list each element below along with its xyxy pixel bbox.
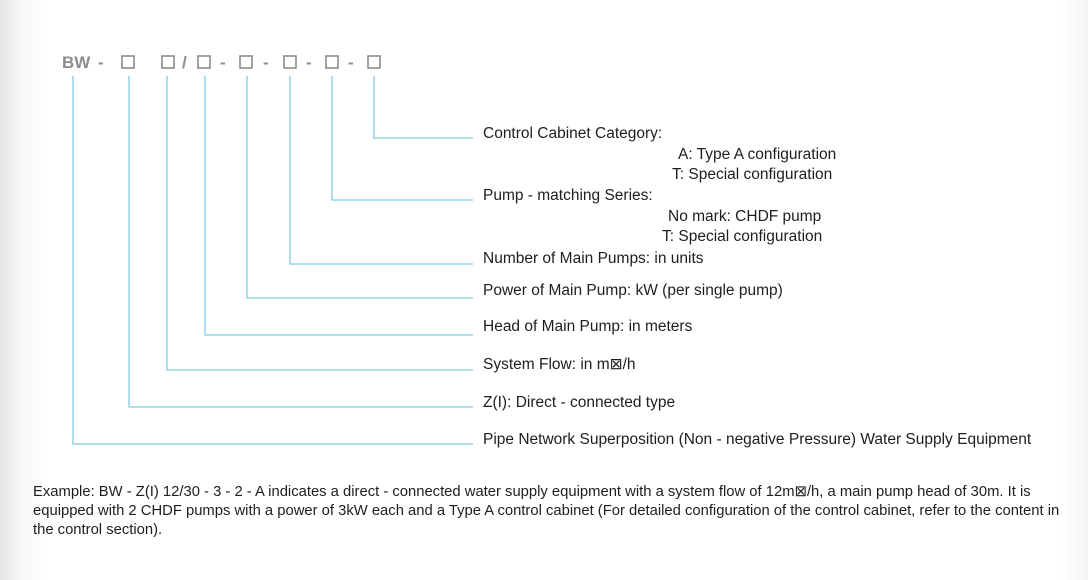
leader-line-series bbox=[331, 76, 473, 201]
code-slot-head bbox=[197, 55, 211, 69]
code-separator: - bbox=[306, 53, 312, 72]
leader-line-power bbox=[246, 76, 473, 299]
code-slot-pump-count bbox=[283, 55, 297, 69]
leader-line-cabinet bbox=[373, 76, 473, 139]
def-label-flow: System Flow: in m⊠/h bbox=[483, 356, 636, 373]
def-label-pump-count: Number of Main Pumps: in units bbox=[483, 250, 704, 267]
code-slot-flow bbox=[161, 55, 175, 69]
leader-line-type bbox=[128, 76, 473, 408]
def-sub-series-none: No mark: CHDF pump bbox=[668, 208, 822, 225]
def-label-head: Head of Main Pump: in meters bbox=[483, 318, 693, 335]
leader-line-flow bbox=[166, 76, 473, 371]
example-paragraph: Example: BW - Z(I) 12/30 - 3 - 2 - A ind… bbox=[33, 484, 1060, 538]
def-sub-cabinet-a: A: Type A configuration bbox=[678, 146, 837, 163]
code-separator: - bbox=[348, 53, 354, 72]
def-label-cabinet: Control Cabinet Category: bbox=[483, 125, 663, 142]
leader-line-prefix bbox=[72, 76, 473, 445]
code-slot-power bbox=[239, 55, 253, 69]
code-prefix: BW bbox=[62, 53, 91, 72]
leader-line-pump-count bbox=[289, 76, 473, 265]
code-separator: - bbox=[220, 53, 226, 72]
def-label-prefix: Pipe Network Superposition (Non - negati… bbox=[483, 431, 1032, 448]
code-slot-type bbox=[121, 55, 135, 69]
def-label-series: Pump - matching Series: bbox=[483, 187, 653, 204]
leader-line-head bbox=[204, 76, 473, 336]
code-slot-series bbox=[325, 55, 339, 69]
code-slot-cabinet bbox=[367, 55, 381, 69]
def-sub-series-t: T: Special configuration bbox=[662, 228, 823, 245]
def-label-type: Z(I): Direct - connected type bbox=[483, 394, 676, 411]
code-separator: - bbox=[98, 53, 104, 72]
def-sub-cabinet-t: T: Special configuration bbox=[672, 166, 833, 183]
code-separator: / bbox=[182, 53, 187, 72]
def-label-power: Power of Main Pump: kW (per single pump) bbox=[483, 282, 783, 299]
code-separator: - bbox=[263, 53, 269, 72]
